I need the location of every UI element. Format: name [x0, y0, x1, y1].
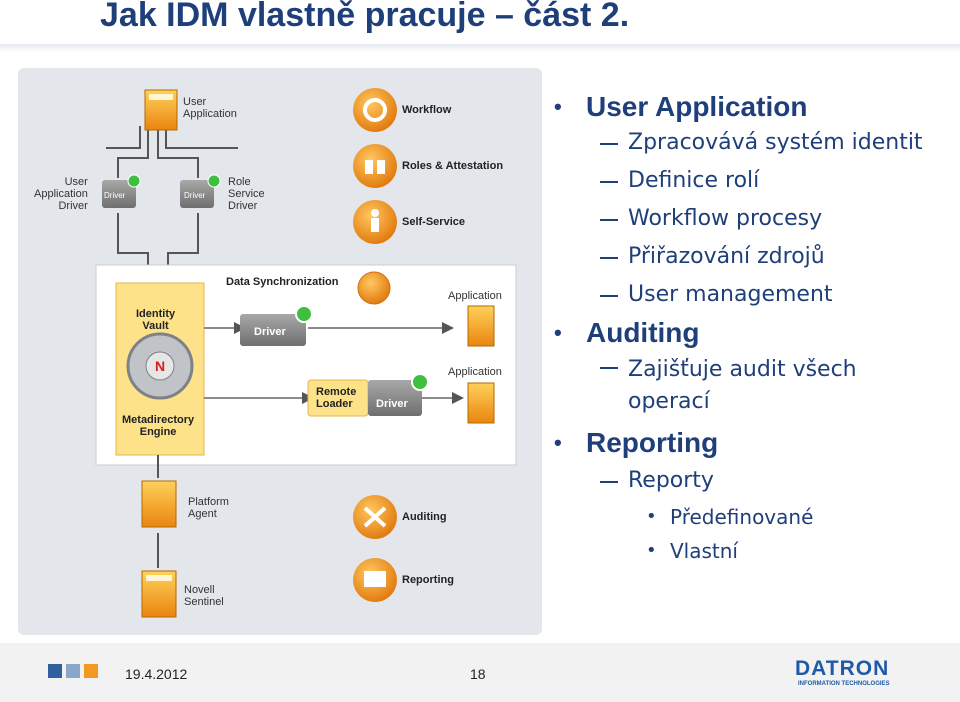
driver-small-1-label: Driver	[104, 191, 126, 200]
bullet-custom: Vlastní	[548, 538, 958, 564]
bullet-identity-processing: Zpracovává systém identit	[548, 130, 958, 156]
application-2-label: Application	[448, 366, 502, 378]
remote-loader-label: Remote Loader	[316, 386, 357, 410]
idm-architecture-diagram: N	[18, 68, 542, 635]
bullet-resource-assignment: Přiřazování zdrojů	[548, 244, 958, 270]
data-sync-label: Data Synchronization	[226, 276, 339, 288]
datron-logo: DATRON INFORMATION TECHNOLOGIES	[795, 657, 905, 691]
driver-remote-label: Driver	[376, 398, 408, 410]
logo-subtitle: INFORMATION TECHNOLOGIES	[798, 681, 890, 687]
novell-sentinel-label: Novell Sentinel	[184, 584, 224, 608]
application-1-icon	[467, 305, 495, 347]
driver-main-label: Driver	[254, 326, 286, 338]
bullet-role-definition: Definice rolí	[548, 168, 958, 194]
application-2-icon	[467, 382, 495, 424]
bullet-list: User Application Zpracovává systém ident…	[548, 90, 958, 564]
bullet-reporting: Reporting	[548, 426, 958, 460]
application-1-label: Application	[448, 290, 502, 302]
footer-page-number: 18	[470, 666, 486, 682]
role-service-driver-label: Role Service Driver	[228, 176, 265, 212]
roles-attestation-label: Roles & Attestation	[402, 160, 504, 172]
footer-square-2	[66, 664, 80, 678]
svg-text:N: N	[155, 358, 165, 374]
auditing-icon	[353, 495, 397, 539]
data-sync-icon	[357, 271, 391, 305]
title-divider	[0, 44, 960, 52]
bullet-auditing: Auditing	[548, 316, 958, 350]
driver-small-2-label: Driver	[184, 191, 206, 200]
self-service-label: Self-Service	[402, 216, 465, 228]
slide-title: Jak IDM vlastně pracuje – část 2.	[100, 0, 630, 34]
user-application-icon	[144, 89, 178, 131]
remote-loader-box	[307, 373, 429, 417]
identity-vault-panel: N	[115, 282, 205, 456]
platform-agent-label: Platform Agent	[188, 496, 229, 520]
slide-footer: 19.4.2012 18 DATRON INFORMATION TECHNOLO…	[0, 643, 960, 702]
driver-small-2-icon	[180, 174, 221, 208]
roles-attestation-icon	[353, 144, 397, 188]
bullet-audit-operations: Zajišťuje audit všech operací	[548, 354, 928, 418]
bullet-user-management: User management	[548, 282, 958, 308]
workflow-icon	[353, 88, 397, 132]
user-application-label: User Application	[183, 96, 237, 120]
workflow-label: Workflow	[402, 104, 452, 116]
novell-sentinel-icon	[141, 570, 177, 618]
footer-date: 19.4.2012	[125, 666, 188, 682]
driver-small-1-icon	[102, 174, 141, 208]
bullet-predefined: Předefinované	[548, 504, 958, 530]
driver-main-icon	[240, 305, 313, 346]
bullet-workflow-processes: Workflow procesy	[548, 206, 958, 232]
self-service-icon	[353, 200, 397, 244]
user-app-driver-label: User Application Driver	[34, 176, 88, 212]
reporting-icon	[353, 558, 397, 602]
logo-text: DATRON	[795, 657, 890, 680]
footer-square-3	[84, 664, 98, 678]
footer-square-1	[48, 664, 62, 678]
metadirectory-engine-label: Metadirectory Engine	[122, 414, 195, 438]
reporting-label: Reporting	[402, 574, 454, 586]
diagram-graphics: N	[95, 88, 517, 618]
bullet-reports: Reporty	[548, 468, 958, 494]
identity-vault-label: Identity Vault	[136, 308, 176, 332]
platform-agent-icon	[141, 480, 177, 528]
auditing-label: Auditing	[402, 511, 447, 523]
bullet-user-application: User Application	[548, 90, 958, 124]
